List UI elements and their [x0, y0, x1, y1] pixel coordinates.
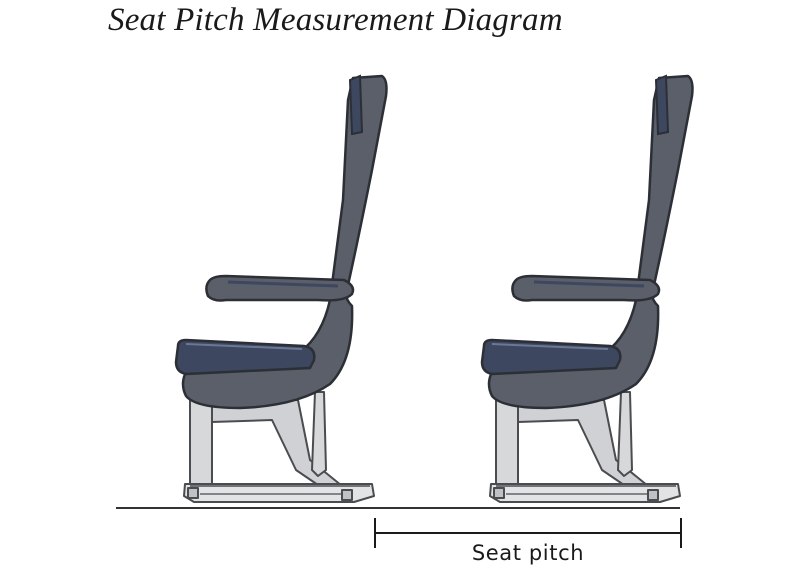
seat-front — [174, 74, 388, 504]
seat-pitch-measurement — [374, 518, 682, 548]
seat-rear — [480, 74, 694, 504]
seat-pitch-label: Seat pitch — [472, 541, 584, 565]
page-title: Seat Pitch Measurement Diagram — [108, 2, 563, 38]
